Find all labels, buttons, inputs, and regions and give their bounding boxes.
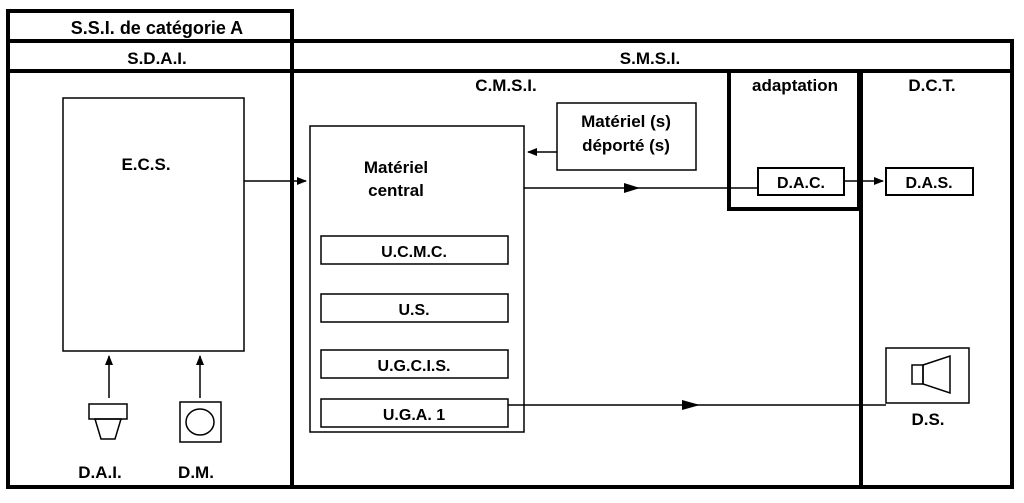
unit-box-us [320,293,509,323]
dai-detector-icon [88,403,128,440]
ds-label: D.S. [911,410,944,429]
remote-equipment-box [556,102,697,171]
unit-label-ucmc: U.C.M.C. [381,244,447,261]
unit-box-ucmc [320,235,509,265]
smsi-label: S.M.S.I. [620,49,680,68]
ds-speaker-icon [911,354,951,395]
smsi-frame [290,39,1014,489]
unit-box-ugcis [320,349,509,379]
remote-label-line2: déporté (s) [582,136,670,155]
sdai-label: S.D.A.I. [127,49,187,68]
cmsi-label: C.M.S.I. [475,76,536,95]
ecs-box [62,97,245,352]
dai-label: D.A.I. [78,463,121,482]
central-label-line1: Matériel [364,158,428,177]
dct-label: D.C.T. [908,76,955,95]
sdai-frame [6,39,294,489]
uga-to-ds-arrowhead [682,400,700,410]
dm-label: D.M. [178,463,214,482]
unit-box-uga1 [320,398,509,428]
das-label: D.A.S. [905,175,952,192]
dm-manual-call-point-icon [179,401,222,443]
adaptation-box [727,69,861,211]
adaptation-label: adaptation [752,76,838,95]
unit-label-us: U.S. [398,302,429,319]
unit-label-uga1: U.G.A. 1 [383,407,445,424]
das-box [885,167,974,196]
ds-box [885,347,970,404]
dac-label: D.A.C. [777,175,825,192]
ecs-label: E.C.S. [121,155,170,174]
central-to-dac-arrowhead [624,183,640,193]
remote-label-line1: Matériel (s) [581,112,671,131]
central-equipment-box [309,125,525,433]
title-label: S.S.I. de catégorie A [71,18,243,38]
central-label-line2: central [368,181,424,200]
unit-label-ugcis: U.G.C.I.S. [378,358,451,375]
